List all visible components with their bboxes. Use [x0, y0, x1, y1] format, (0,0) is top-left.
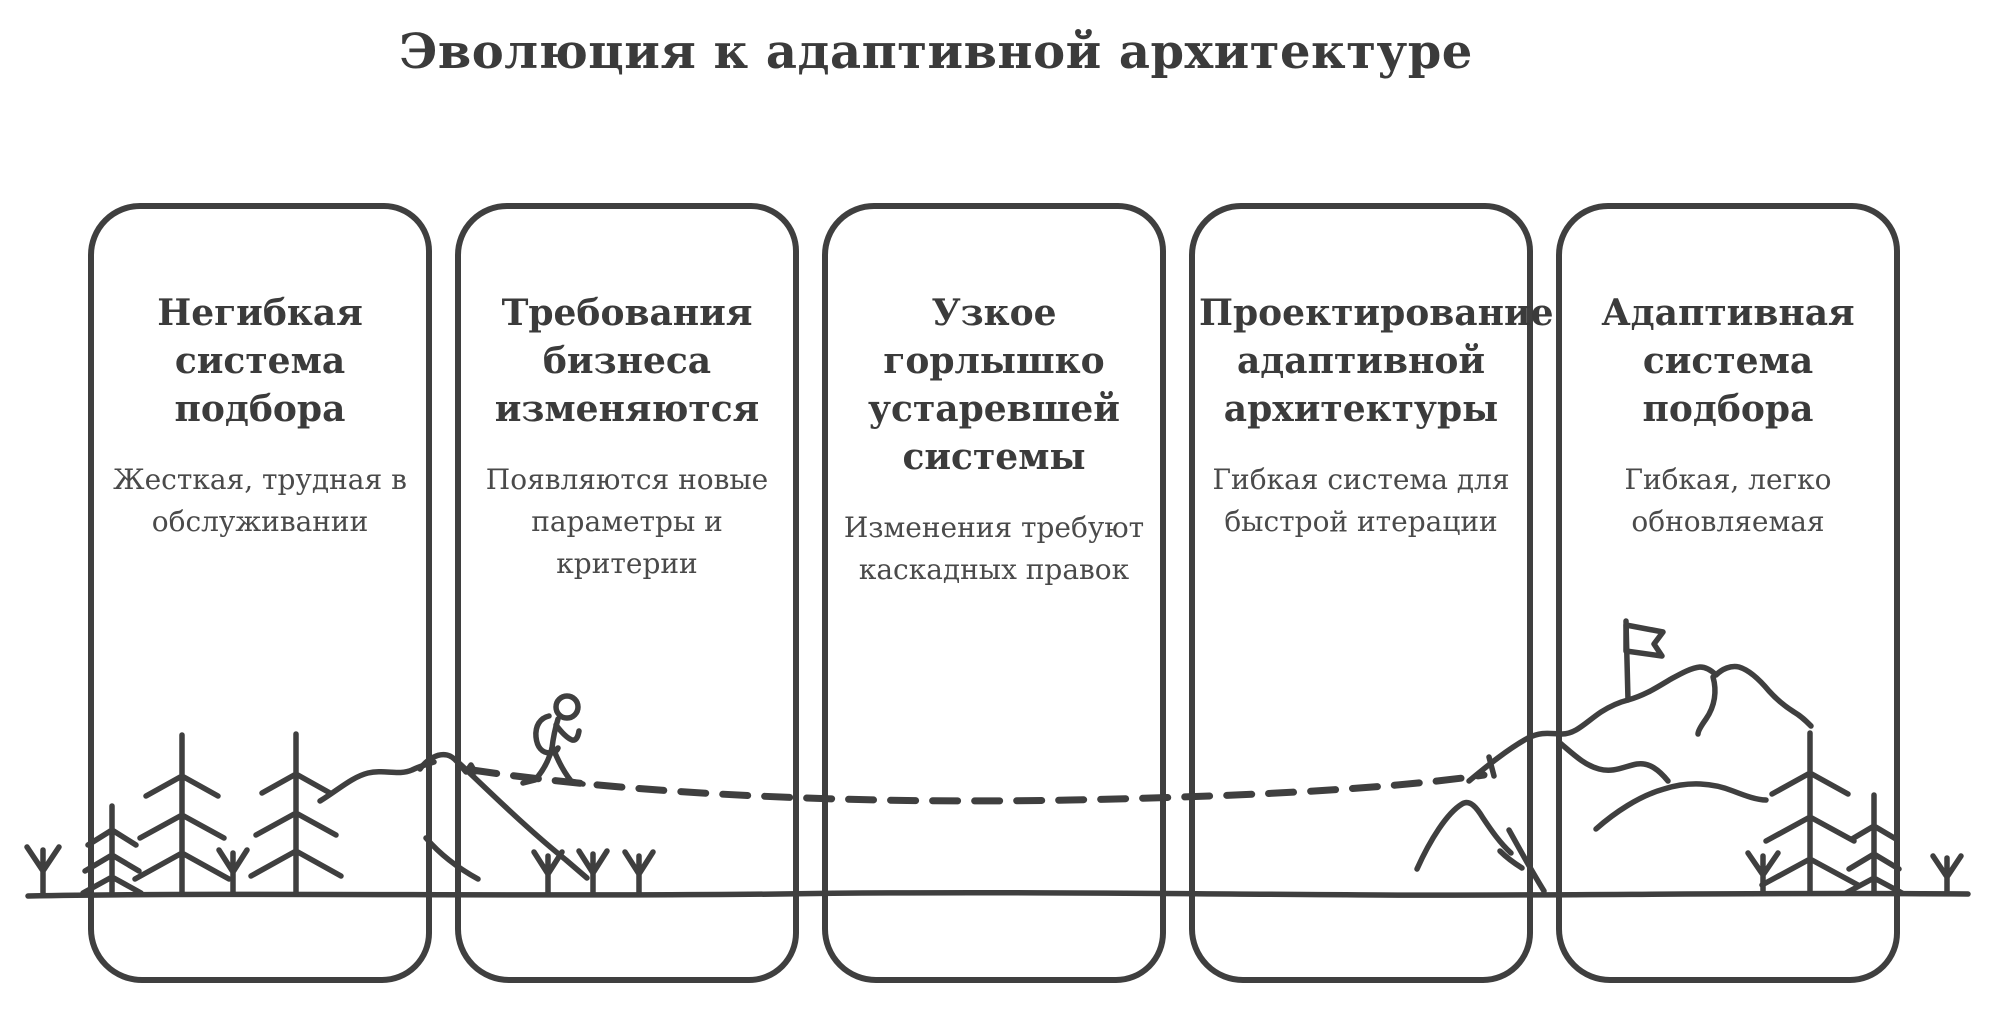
panel-description: Появляются новые параметры и критерии [485, 463, 769, 580]
panel-heading: Узкое горлышко устаревшей системы [868, 292, 1120, 478]
stage-panel-4: Проектирование адаптивной архитектуры Ги… [1189, 203, 1554, 983]
panel-description: Гибкая, легко обновляемая [1624, 463, 1832, 538]
sapling-icon [1930, 853, 1964, 896]
panel-description: Изменения требуют каскадных правок [843, 511, 1145, 586]
panel-description: Жесткая, трудная в обслуживании [113, 463, 407, 538]
panel-description: Гибкая система для быстрой итерации [1212, 463, 1510, 538]
panel-heading: Негибкая система подбора [157, 292, 363, 430]
sapling-icon [24, 844, 62, 896]
stage-panel-1: Негибкая система подбора Жесткая, трудна… [88, 203, 432, 983]
stage-panel-2: Требования бизнеса изменяются Появляются… [455, 203, 799, 983]
panel-heading: Требования бизнеса изменяются [494, 292, 760, 430]
panel-heading: Адаптивная система подбора [1601, 292, 1855, 430]
panel-heading: Проектирование адаптивной архитектуры [1199, 292, 1554, 430]
stage-panel-5: Адаптивная система подбора Гибкая, легко… [1556, 203, 1900, 983]
stage-panel-3: Узкое горлышко устаревшей системы Измене… [822, 203, 1166, 983]
diagram-title: Эволюция к адаптивной архитектуре [399, 24, 1473, 80]
